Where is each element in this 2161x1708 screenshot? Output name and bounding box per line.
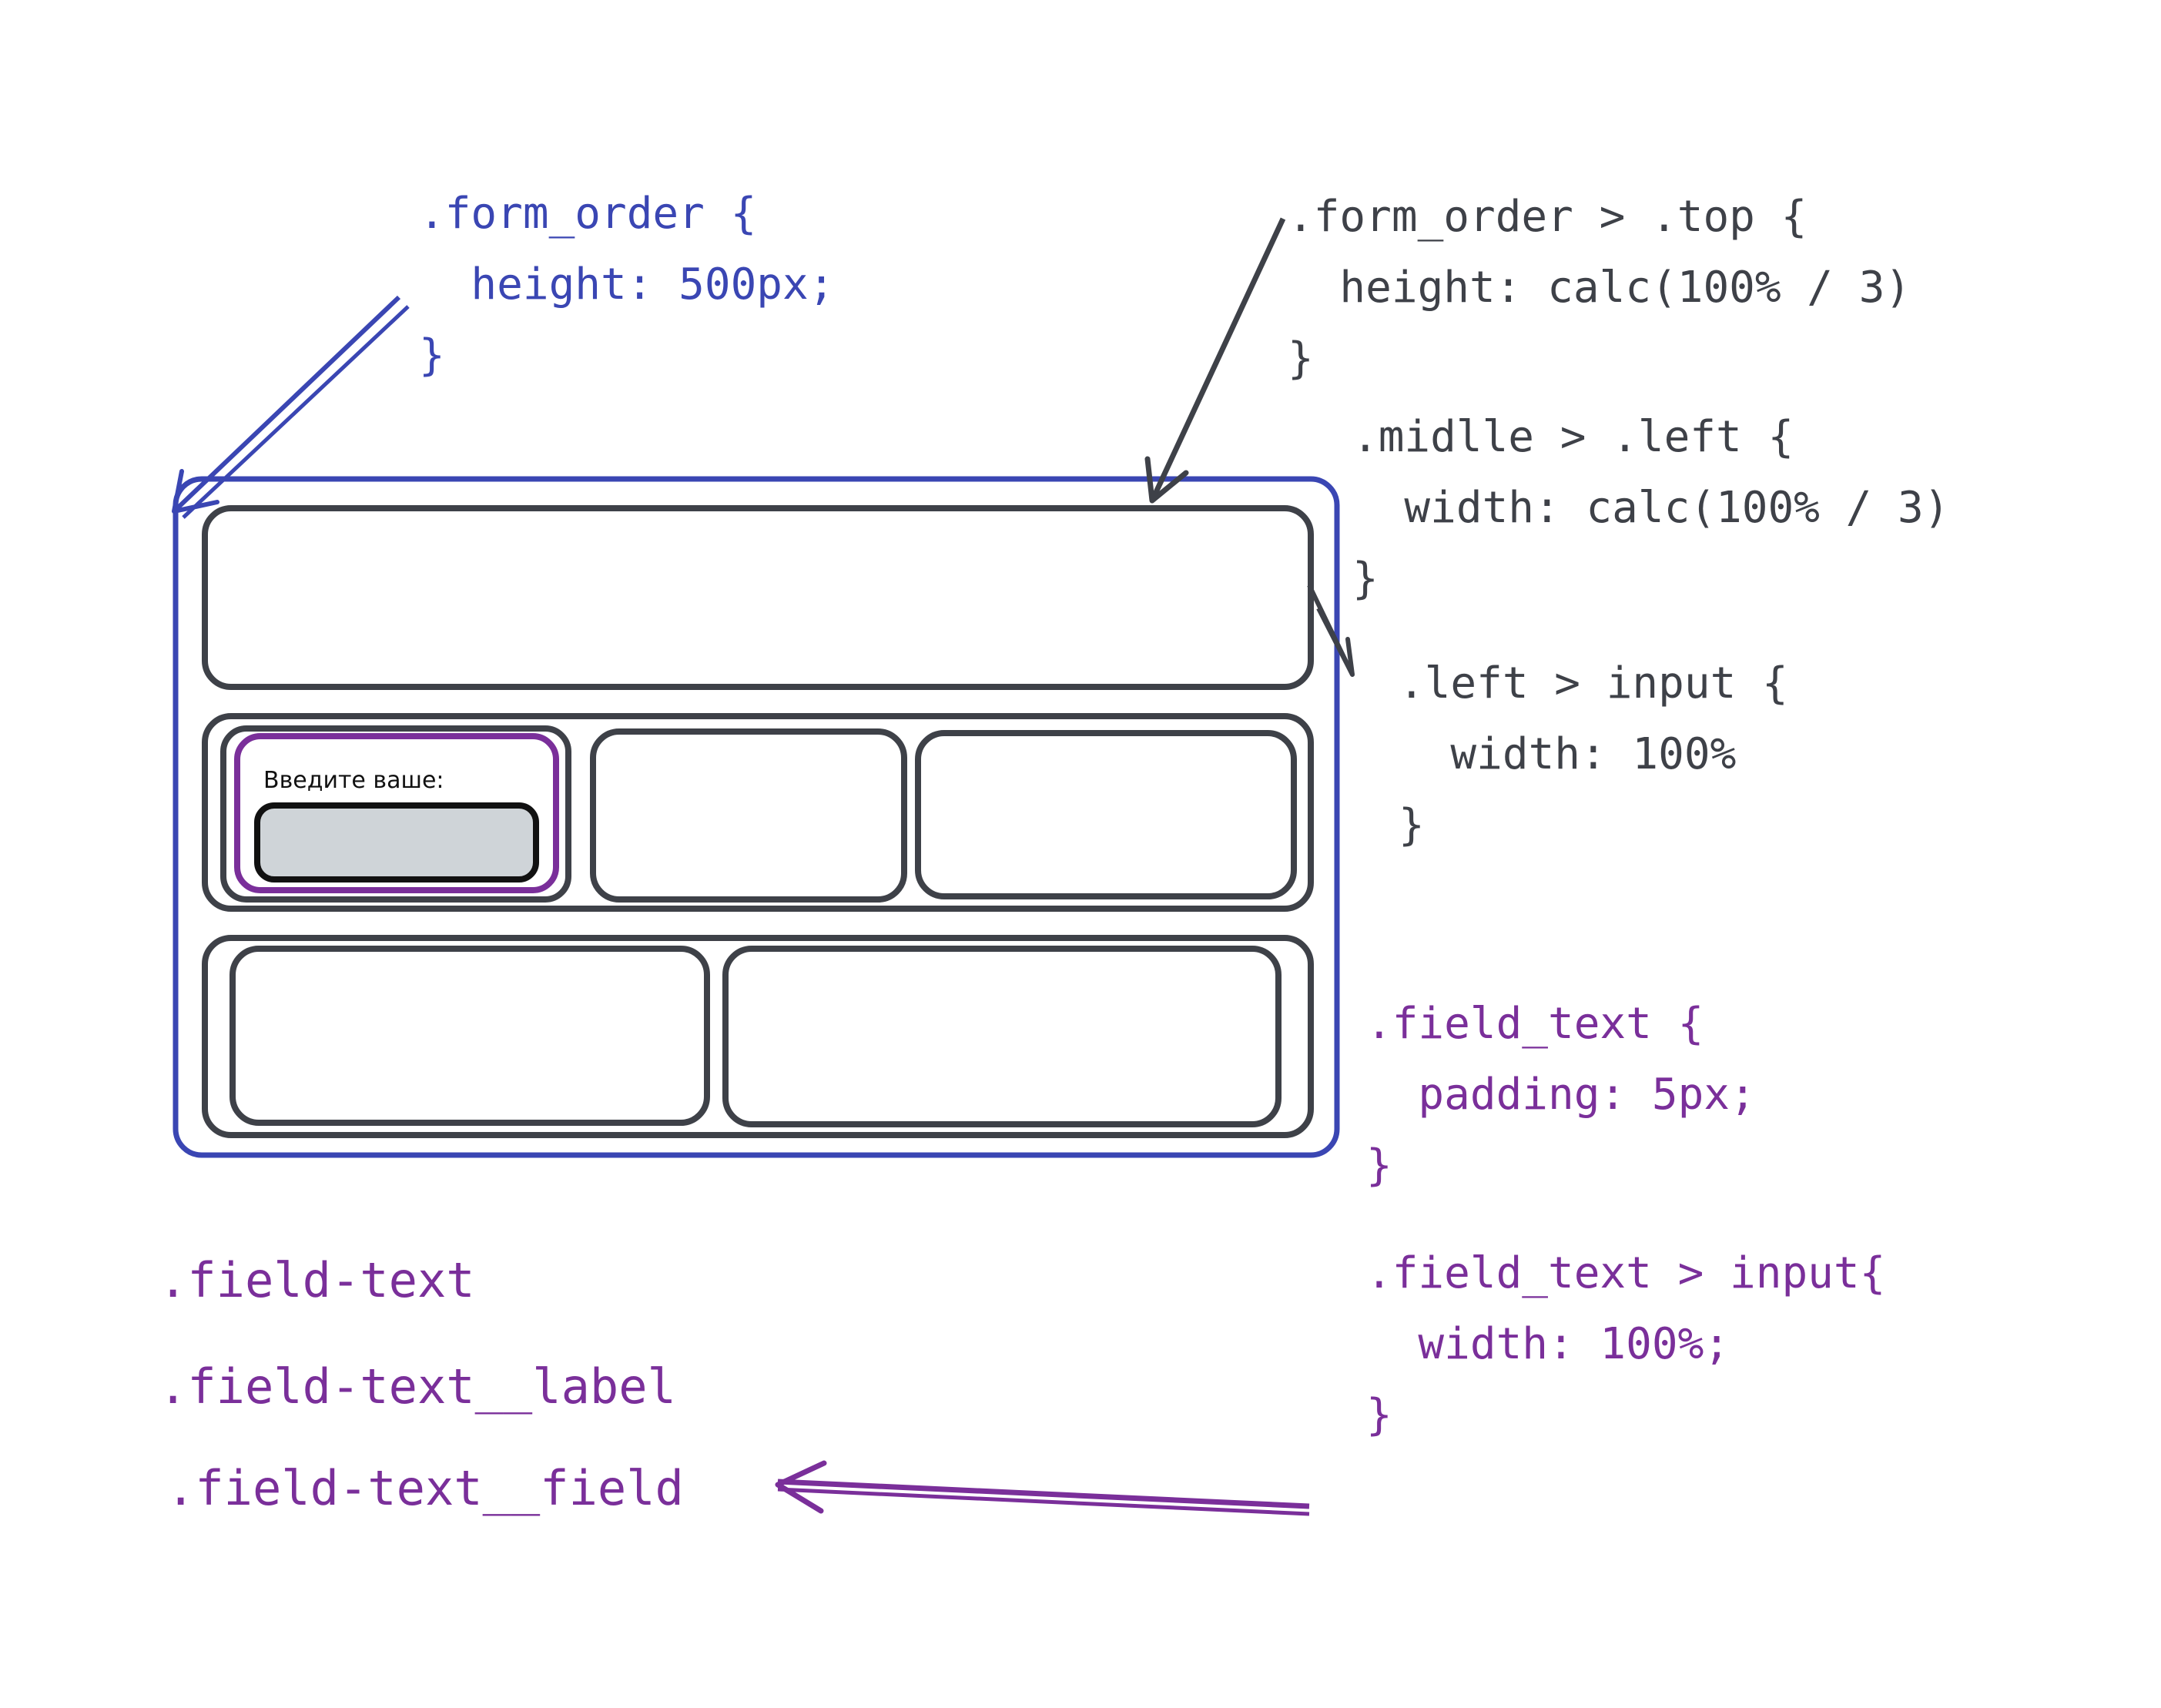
top-arrow [1144, 217, 1286, 504]
field-text-label: Введите ваше: [263, 767, 444, 794]
code-form-order: .form_order { height: 500px; } [419, 189, 835, 380]
bottom-row [202, 935, 1314, 1138]
purple-arrow [775, 1460, 1310, 1516]
bem-field-text-label: .field-text__label [159, 1358, 676, 1415]
field-text-input [254, 802, 539, 882]
field-text-box [234, 733, 559, 893]
top-row [202, 505, 1314, 690]
form-order-container [173, 476, 1340, 1158]
blue-arrow [172, 295, 410, 519]
bem-field-text-field: .field-text__field [166, 1460, 684, 1516]
code-left-input: .left > input { width: 100% } [1399, 658, 1788, 850]
middle-row [202, 713, 1314, 912]
code-field-text-input: .field_text > input{ width: 100%; } [1366, 1248, 1886, 1440]
middle-center-cell [590, 728, 907, 903]
bem-field-text: .field-text [159, 1252, 475, 1308]
code-form-order-top: .form_order > .top { height: calc(100% /… [1288, 192, 1911, 383]
code-field-text: .field_text { padding: 5px; } [1366, 999, 1756, 1191]
middle-left-cell [220, 725, 571, 903]
bottom-left-cell [230, 946, 710, 1126]
middle-right-cell [915, 730, 1297, 899]
middle-arrow [1307, 584, 1355, 677]
bottom-right-cell [722, 946, 1282, 1127]
code-middle-left: .midlle > .left { width: calc(100% / 3) … [1352, 412, 1950, 604]
